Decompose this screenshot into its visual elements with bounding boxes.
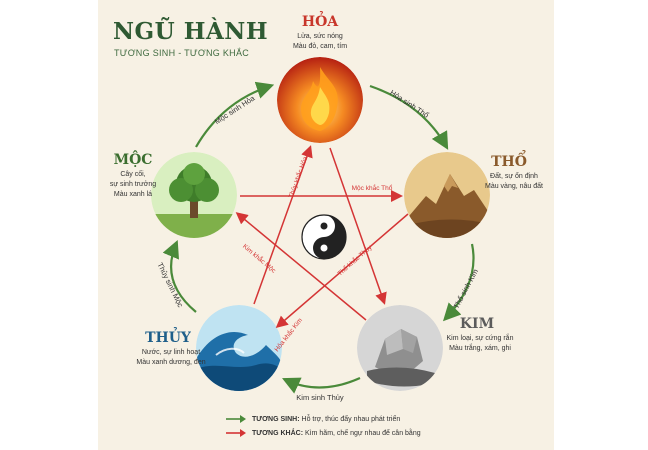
- water-name: THỦY: [145, 330, 191, 346]
- fire-desc: Lửa, sức nóng Màu đỏ, cam, tím: [292, 33, 348, 50]
- earth-name: THỔ: [491, 154, 527, 170]
- yin-yang-icon: [301, 214, 347, 260]
- metal-name: KIM: [459, 316, 495, 332]
- earth-circle: [404, 152, 490, 238]
- metal-desc: Kim loại, sự cứng rắn Màu trắng, xám, gh…: [446, 335, 514, 352]
- arrow-thuy-hoa: [253, 145, 313, 305]
- label-kim-thuy: Kim sinh Thủy: [296, 393, 344, 402]
- red-arrow-icon: [226, 429, 246, 437]
- wood-name: MỘC: [113, 152, 153, 168]
- legend-controlling: TƯƠNG KHẮC: Kìm hãm, chế ngự nhau để cân…: [226, 429, 421, 437]
- label-moc-hoa: Mộc sinh Hỏa: [213, 93, 257, 126]
- wood-desc: Cây cối, sự sinh trưởng Màu xanh lá: [109, 171, 157, 198]
- arrow-hoa-tho: [369, 84, 449, 150]
- label-hoa-kim: Hỏa khắc Kim: [272, 316, 304, 353]
- arrow-tho-thuy: [275, 213, 409, 328]
- label-thuy-hoa: Thủy khắc Hỏa: [286, 155, 310, 200]
- arrow-moc-hoa: [195, 81, 275, 148]
- arrow-tho-kim: [442, 243, 475, 322]
- legend-generating: TƯƠNG SINH: Hỗ trợ, thúc đẩy nhau phát t…: [226, 415, 400, 423]
- green-arrow-icon: [226, 415, 246, 423]
- label-hoa-tho: Hỏa sinh Thổ: [388, 88, 430, 120]
- label-kim-moc: Kim khắc Mộc: [241, 242, 279, 276]
- arrow-kim-thuy: [282, 376, 361, 394]
- fire-circle: [277, 57, 363, 143]
- label-moc-tho: Mộc khắc Thổ: [352, 183, 393, 192]
- label-tho-kim: Thổ sinh Kim: [452, 267, 481, 310]
- water-circle: [196, 305, 282, 391]
- legend-khac-text: Kìm hãm, chế ngự nhau để cân bằng: [305, 429, 421, 437]
- legend-khac-label: TƯƠNG KHẮC:: [252, 429, 304, 437]
- fire-name: HỎA: [301, 14, 339, 30]
- label-tho-thuy: Thổ khắc Thủy: [335, 242, 374, 277]
- arrow-kim-moc: [235, 212, 367, 321]
- page-subtitle: TƯƠNG SINH - TƯƠNG KHẮC: [114, 48, 250, 58]
- water-desc: Nước, sự linh hoạt Màu xanh dương, đen: [136, 349, 206, 366]
- arrow-thuy-moc: [162, 239, 197, 313]
- arrow-hoa-kim: [329, 147, 387, 305]
- legend-sinh-label: TƯƠNG SINH:: [252, 415, 300, 423]
- page-title: NGŨ HÀNH: [113, 18, 269, 45]
- legend-sinh-text: Hỗ trợ, thúc đẩy nhau phát triển: [301, 415, 401, 423]
- tree-icon: [190, 196, 198, 218]
- wood-circle: [151, 152, 237, 238]
- earth-desc: Đất, sự ổn định Màu vàng, nâu đất: [485, 173, 543, 190]
- metal-circle: [357, 305, 443, 391]
